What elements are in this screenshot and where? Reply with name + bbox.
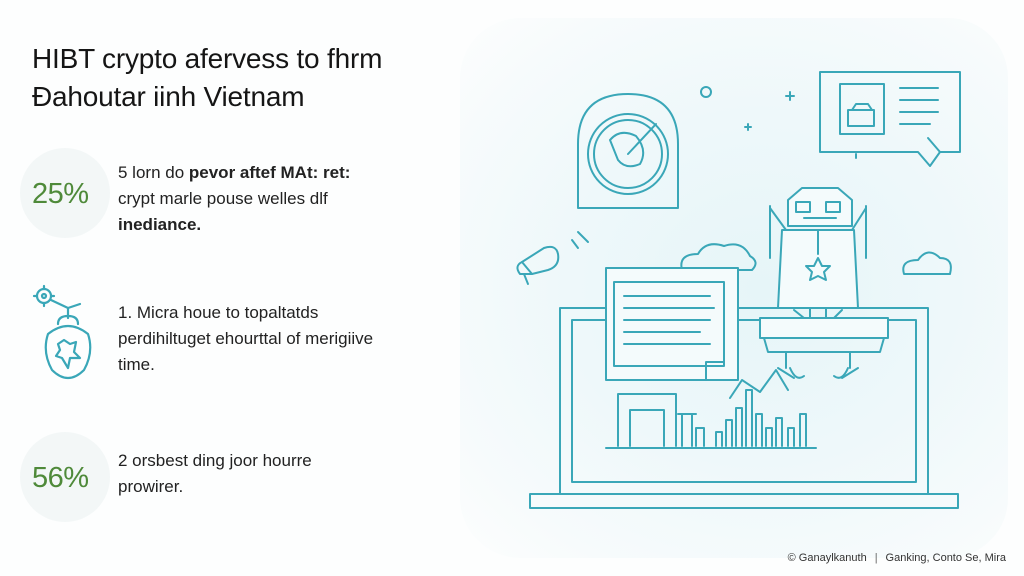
- illustration: [460, 18, 1008, 558]
- stat-item-3: 56% 2 orsbest ding joor hourre prowirer.: [0, 432, 440, 522]
- footer-credit: © Ganaylkanuth | Ganking, Conto Se, Mira: [788, 552, 1006, 564]
- stat-line-1-prefix: 5 lorn do: [118, 163, 189, 182]
- stat-value: 56%: [32, 462, 89, 494]
- stat-item-2: 1. Micra houe to topaltatds perdihiltuge…: [0, 282, 440, 402]
- stat-value: 25%: [32, 178, 89, 210]
- document-icon: [605, 267, 739, 381]
- megaphone-icon: [516, 245, 560, 285]
- title-line-1: HIBT crypto afervess to fhrm: [32, 43, 383, 74]
- sparkle-icon: [571, 86, 857, 249]
- stat-description: 1. Micra houe to topaltatds perdihiltuge…: [118, 300, 418, 378]
- stat-item-1: 25% 5 lorn do pevor aftef MAt: ret: cryp…: [0, 148, 440, 238]
- footer-left: © Ganaylkanuth: [787, 552, 867, 564]
- footer-separator: |: [874, 552, 878, 564]
- chat-bubble-icon: [819, 71, 961, 167]
- stat-bubble: [20, 148, 110, 238]
- stat-description: 2 orsbest ding joor hourre prowirer.: [118, 448, 418, 500]
- footer-right: Ganking, Conto Se, Mira: [885, 552, 1006, 564]
- stat-line-3: inediance.: [118, 215, 202, 234]
- stat-line-1: 2 orsbest ding joor hourre: [118, 451, 312, 470]
- page-title: HIBT crypto afervess to fhrm Đahoutar ii…: [32, 40, 452, 116]
- laptop-icon: [529, 307, 959, 509]
- stat-line-1: 5 lorn do pevor aftef MAt: ret:: [118, 160, 418, 186]
- stat-line-3: time.: [118, 355, 155, 374]
- cloud-icon: [680, 243, 952, 275]
- clock-icon: [577, 93, 679, 209]
- lock-scale-icon: [28, 282, 108, 399]
- robot-icon: [759, 187, 889, 379]
- stat-description: 5 lorn do pevor aftef MAt: ret: crypt ma…: [118, 160, 418, 238]
- stat-line-2: perdihiltuget ehourttal of merigiive: [118, 329, 374, 348]
- stat-bubble: [20, 432, 110, 522]
- stat-line-2: crypt marle pouse welles dlf: [118, 189, 328, 208]
- bar-chart-icon: [605, 369, 817, 449]
- stat-line-1: 1. Micra houe to topaltatds: [118, 303, 319, 322]
- stat-line-1-bold: pevor aftef MAt: ret:: [188, 163, 351, 182]
- title-line-2: Đahoutar iinh Vietnam: [32, 81, 305, 112]
- stat-line-2: prowirer.: [118, 477, 184, 496]
